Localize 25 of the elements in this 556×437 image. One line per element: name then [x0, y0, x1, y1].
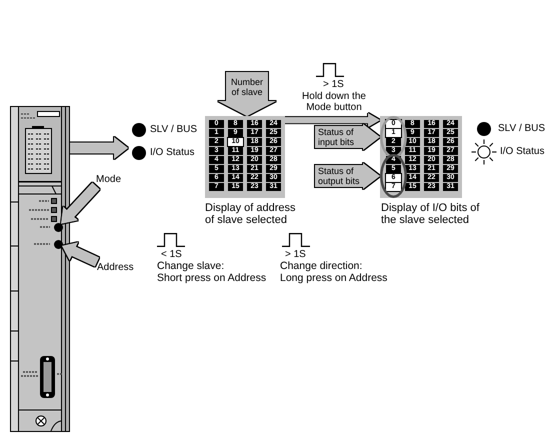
- status-label: SLV / BUS: [498, 123, 546, 135]
- node-label: Display of I/O bits of the slave selected: [381, 202, 480, 226]
- note-text: Change direction:: [280, 260, 362, 272]
- block-arrow: [285, 113, 380, 128]
- part-label: Mode: [96, 174, 122, 186]
- status-label: I/O Status: [500, 146, 544, 158]
- edge-label: Status of output bits: [318, 166, 362, 186]
- timing-label: > 1S: [285, 249, 306, 261]
- note-text: Long press on Address: [280, 272, 388, 284]
- timing-label: < 1S: [161, 249, 182, 261]
- note-text: Change slave:: [157, 260, 224, 272]
- status-label: SLV / BUS: [150, 124, 198, 136]
- edge-label: Hold down the Mode button: [300, 91, 368, 113]
- part-label: Address: [97, 262, 134, 274]
- led-display-panel: [205, 116, 285, 198]
- block-arrow: [315, 124, 380, 150]
- block-arrow: [218, 72, 276, 116]
- status-label: I/O Status: [150, 147, 194, 159]
- block-arrow: [315, 163, 380, 189]
- block-arrow: [60, 241, 100, 267]
- node-label: Display of address of slave selected: [205, 202, 296, 226]
- note-text: Short press on Address: [157, 272, 266, 284]
- block-arrow: [70, 137, 128, 159]
- timing-label: > 1S: [323, 79, 344, 91]
- led-display-panel: [380, 116, 462, 198]
